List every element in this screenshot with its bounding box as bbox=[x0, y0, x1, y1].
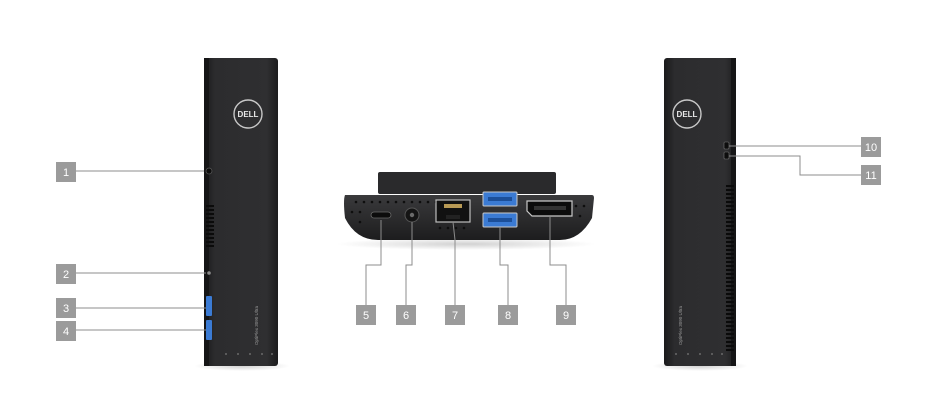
headset-jack bbox=[206, 168, 212, 174]
callout-9: 9 bbox=[556, 305, 576, 325]
callout-8: 8 bbox=[498, 305, 518, 325]
callout-1: 1 bbox=[56, 162, 76, 182]
callout-label: 5 bbox=[363, 310, 369, 322]
callout-2: 2 bbox=[56, 264, 76, 284]
callout-5: 5 bbox=[356, 305, 376, 325]
callout-label: 8 bbox=[505, 310, 511, 322]
left-side-view: DELL OptiPlex 3090 Ultra bbox=[194, 58, 290, 371]
callout-7: 7 bbox=[445, 305, 465, 325]
callout-label: 7 bbox=[452, 310, 458, 322]
right-chassis bbox=[664, 58, 736, 366]
callout-6: 6 bbox=[396, 305, 416, 325]
callout-label: 9 bbox=[563, 310, 569, 322]
left-chassis bbox=[204, 58, 278, 366]
callout-10: 10 bbox=[861, 137, 881, 157]
usb-port-3 bbox=[206, 296, 212, 316]
usb-c-port bbox=[371, 212, 391, 218]
callout-label: 2 bbox=[63, 269, 69, 281]
callout-11: 11 bbox=[861, 165, 881, 185]
callout-label: 6 bbox=[403, 310, 409, 322]
dell-logo-text: DELL bbox=[238, 110, 259, 119]
right-side-view: DELL OptiPlex 3090 Ultra bbox=[652, 58, 748, 371]
usb-port-4 bbox=[206, 320, 212, 340]
rear-view bbox=[336, 172, 596, 250]
callout-label: 11 bbox=[865, 170, 876, 182]
callout-label: 10 bbox=[865, 142, 877, 154]
callout-label: 4 bbox=[63, 326, 69, 338]
ethernet-port bbox=[436, 200, 470, 222]
power-button-left bbox=[207, 271, 211, 275]
callout-3: 3 bbox=[56, 298, 76, 318]
model-label-left: OptiPlex 3090 Ultra bbox=[254, 305, 259, 345]
model-label-right: OptiPlex 3090 Ultra bbox=[678, 305, 683, 345]
wedge-lock-slot bbox=[724, 152, 729, 159]
lock-slot bbox=[724, 142, 729, 149]
callout-label: 3 bbox=[63, 303, 69, 315]
callout-4: 4 bbox=[56, 321, 76, 341]
dell-logo-text-right: DELL bbox=[677, 110, 698, 119]
callout-label: 1 bbox=[63, 167, 69, 179]
